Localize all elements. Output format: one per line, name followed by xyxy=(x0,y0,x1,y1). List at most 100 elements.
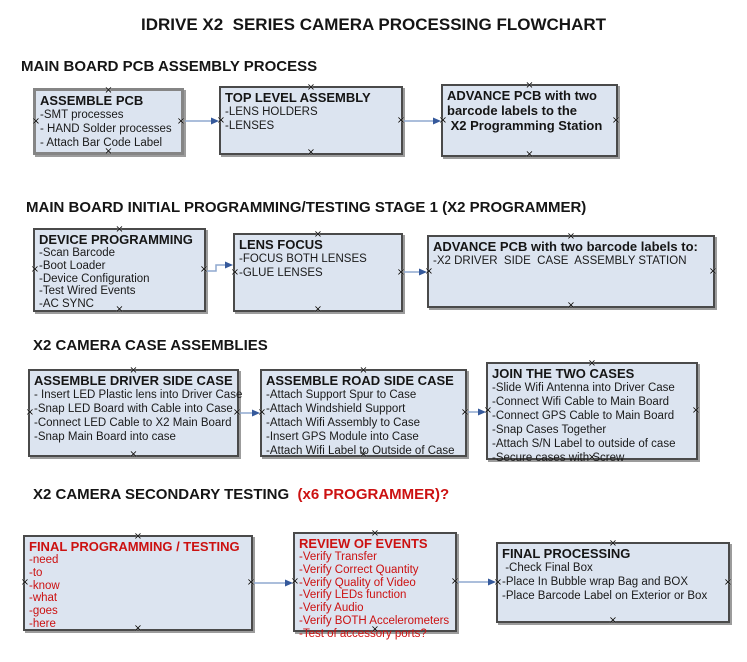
box-item: -Boot Loader xyxy=(39,259,106,272)
box-item: -Attach Windshield Support xyxy=(266,403,406,415)
flow-box-join-the-two-cases: JOIN THE TWO CASES -Slide Wifi Antenna i… xyxy=(483,359,701,465)
heading-black-part: X2 CAMERA SECONDARY TESTING xyxy=(33,486,298,503)
flow-box-lens-focus: LENS FOCUS -FOCUS BOTH LENSES -GLUE LENS… xyxy=(230,230,406,315)
section-heading-case-assemblies: X2 CAMERA CASE ASSEMBLIES xyxy=(33,337,268,354)
flow-box-advance-pcb-programming-station: ADVANCE PCB with two barcode labels to t… xyxy=(439,81,621,160)
flow-box-assemble-pcb: ASSEMBLE PCB -SMT processes - HAND Solde… xyxy=(31,86,186,157)
flow-box-final-programming-testing: FINAL PROGRAMMING / TESTING -need -to -k… xyxy=(20,532,256,634)
box-item: -what xyxy=(29,592,58,605)
box-item: -Place In Bubble wrap Bag and BOX xyxy=(502,576,689,588)
box-title: ADVANCE PCB with two barcode labels to t… xyxy=(447,88,603,133)
connector-arrow xyxy=(185,117,219,125)
connection-point-x-icon: × xyxy=(691,405,701,416)
box-item: -Snap LED Board with Cable into Case xyxy=(34,403,233,415)
box-item: -Test Wired Events xyxy=(39,285,136,298)
box-item: -Check Final Box xyxy=(502,562,593,574)
flow-box-final-processing: FINAL PROCESSING -Check Final Box -Place… xyxy=(493,539,733,626)
box-item: -Connect LED Cable to X2 Main Board xyxy=(34,417,232,429)
box-item: -Connect Wifi Cable to Main Board xyxy=(492,396,670,408)
connection-point-x-icon: × xyxy=(396,114,406,126)
box-title: ADVANCE PCB with two barcode labels to: xyxy=(433,239,698,254)
box-item: -LENSES xyxy=(225,120,275,132)
box-item: -need xyxy=(29,554,59,566)
connection-point-x-icon: × xyxy=(608,615,618,626)
connection-point-x-icon: × xyxy=(424,265,434,277)
box-item: -Attach S/N Label to outside of case xyxy=(492,438,676,450)
box-item: - Insert LED Plastic lens into Driver Ca… xyxy=(34,389,243,401)
connection-point-x-icon: × xyxy=(566,300,576,311)
flow-box-assemble-road-side-case: ASSEMBLE ROAD SIDE CASE -Attach Support … xyxy=(258,366,470,460)
flow-box-device-programming: DEVICE PROGRAMMING -Scan Barcode -Boot L… xyxy=(31,225,209,315)
box-item: -SMT processes xyxy=(40,109,124,121)
box-item: -to xyxy=(29,566,43,579)
box-item: -Attach Wifi Label to Outside of Case xyxy=(266,445,455,457)
box-item: -Connect GPS Cable to Main Board xyxy=(492,410,675,422)
box-item: -Verify Transfer xyxy=(299,551,377,563)
box-item: -Scan Barcode xyxy=(39,247,116,259)
connector-arrow xyxy=(254,579,293,587)
box-title: LENS FOCUS xyxy=(239,237,323,252)
connection-point-x-icon: × xyxy=(25,407,35,418)
box-item: -X2 DRIVER SIDE CASE ASSEMBLY STATION xyxy=(433,255,687,267)
connection-point-x-icon: × xyxy=(493,576,503,588)
box-title: REVIEW OF EVENTS xyxy=(299,536,428,551)
box-item: -Attach Support Spur to Case xyxy=(266,389,417,401)
connection-point-x-icon: × xyxy=(525,149,534,160)
box-item: -FOCUS BOTH LENSES xyxy=(239,253,367,265)
box-item: -Verify LEDs function xyxy=(299,589,407,602)
box-item: -AC SYNC xyxy=(39,298,94,311)
connection-point-x-icon: × xyxy=(129,449,138,460)
connection-point-x-icon: × xyxy=(31,115,41,127)
box-item: -goes xyxy=(29,605,58,618)
box-item: - Attach Bar Code Label xyxy=(40,137,163,149)
box-item: -Insert GPS Module into Case xyxy=(266,431,419,443)
box-item: -here xyxy=(29,617,56,630)
box-item: -know xyxy=(29,579,60,592)
section-heading-secondary-testing: X2 CAMERA SECONDARY TESTING (x6 PROGRAMM… xyxy=(33,486,449,503)
connection-point-x-icon: × xyxy=(290,576,300,587)
box-item: -Slide Wifi Antenna into Driver Case xyxy=(492,382,675,394)
box-item: -LENS HOLDERS xyxy=(225,106,318,118)
box-item: - HAND Solder processes xyxy=(40,123,172,135)
box-item: -Verify Audio xyxy=(299,602,364,615)
box-title: ASSEMBLE ROAD SIDE CASE xyxy=(266,373,454,388)
box-item: -Secure cases with Screw xyxy=(492,452,625,464)
connection-point-x-icon: × xyxy=(483,405,493,416)
connection-point-x-icon: × xyxy=(246,577,256,588)
connector-arrow xyxy=(240,409,260,417)
connection-point-x-icon: × xyxy=(20,577,30,588)
section-heading-initial-programming: MAIN BOARD INITIAL PROGRAMMING/TESTING S… xyxy=(26,199,587,216)
box-item: -Verify BOTH Accelerometers xyxy=(299,614,450,627)
connection-point-x-icon: × xyxy=(176,115,186,127)
flow-box-advance-pcb-driver-side-station: ADVANCE PCB with two barcode labels to: … xyxy=(424,232,717,311)
connector-arrow xyxy=(458,578,496,586)
box-title: TOP LEVEL ASSEMBLY xyxy=(225,90,371,105)
connector-arrow xyxy=(207,261,233,272)
connector-arrow xyxy=(468,408,486,416)
section-heading-pcb-assembly: MAIN BOARD PCB ASSEMBLY PROCESS xyxy=(21,58,318,75)
connection-point-x-icon: × xyxy=(306,147,316,158)
connection-point-x-icon: × xyxy=(216,114,226,126)
connection-point-x-icon: × xyxy=(723,576,733,588)
box-title: JOIN THE TWO CASES xyxy=(492,366,635,381)
connection-point-x-icon: × xyxy=(450,576,460,587)
box-item: -Test of accessory ports? xyxy=(299,627,427,640)
box-item: -Place Barcode Label on Exterior or Box xyxy=(502,590,708,602)
connection-point-x-icon: × xyxy=(611,114,621,126)
connection-point-x-icon: × xyxy=(230,266,240,278)
connection-point-x-icon: × xyxy=(232,407,242,418)
connection-point-x-icon: × xyxy=(460,407,470,418)
box-title: ASSEMBLE DRIVER SIDE CASE xyxy=(34,373,233,388)
connector-arrow xyxy=(404,117,441,125)
box-title: DEVICE PROGRAMMING xyxy=(39,232,193,247)
box-item: -Verify Correct Quantity xyxy=(299,563,419,576)
box-title: FINAL PROGRAMMING / TESTING xyxy=(29,539,240,554)
page-title: IDRIVE X2 SERIES CAMERA PROCESSING FLOWC… xyxy=(140,15,607,34)
box-item: -Verify Quality of Video xyxy=(299,576,416,589)
flow-box-assemble-driver-side-case: ASSEMBLE DRIVER SIDE CASE - Insert LED P… xyxy=(25,366,243,460)
box-title: ASSEMBLE PCB xyxy=(40,93,144,108)
connection-point-x-icon: × xyxy=(396,266,406,278)
box-item: -Device Configuration xyxy=(39,272,150,285)
connection-point-x-icon: × xyxy=(199,264,209,275)
